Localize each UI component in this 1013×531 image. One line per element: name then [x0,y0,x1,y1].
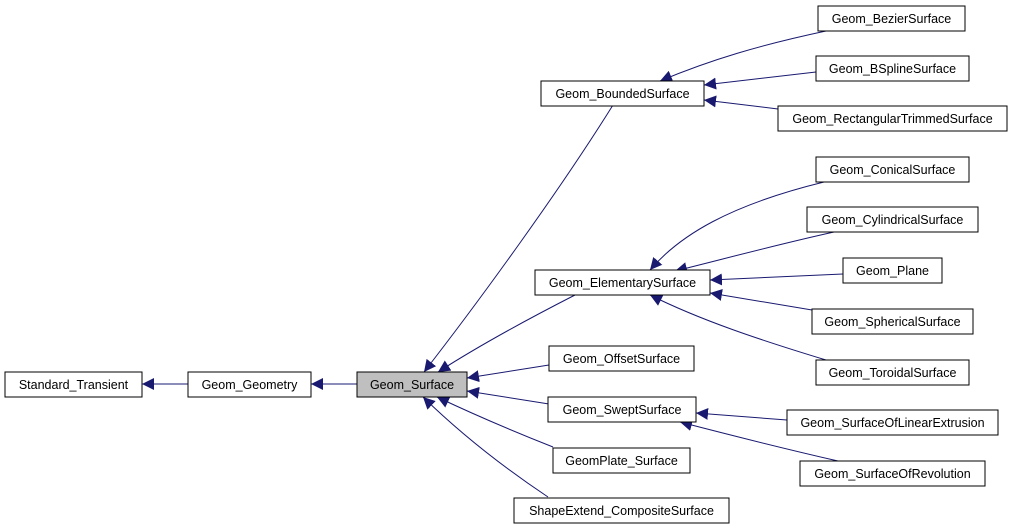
node-standard-transient[interactable]: Standard_Transient [4,371,143,398]
node-label: Geom_Plane [856,264,929,278]
edge-linear-extrusion-to-swept [695,407,788,421]
nodes: Standard_Transient Geom_Geometry Geom_Su… [4,5,1008,524]
node-label: Geom_CylindricalSurface [822,213,964,227]
node-geom-sweptsurface[interactable]: Geom_SweptSurface [547,396,697,423]
node-label: Geom_RectangularTrimmedSurface [792,112,992,126]
edge-cylindrical-to-elementary [674,231,835,274]
node-geom-elementarysurface[interactable]: Geom_ElementarySurface [534,269,711,296]
node-label: Geom_Surface [370,378,454,392]
node-geomplate-surface[interactable]: GeomPlate_Surface [552,447,691,474]
edge-swept-to-surface [466,386,550,405]
node-geom-bsplinesurface[interactable]: Geom_BSplineSurface [815,55,970,82]
node-geom-offsetsurface[interactable]: Geom_OffsetSurface [548,345,695,372]
node-label: Geom_OffsetSurface [563,352,680,366]
edge-offset-to-surface [466,364,550,383]
node-geom-rectangulartrimmedsurface[interactable]: Geom_RectangularTrimmedSurface [777,105,1008,132]
node-label: Geom_SphericalSurface [824,315,960,329]
edge-shapeextend-to-surface [422,396,549,498]
node-label: Geom_BoundedSurface [555,87,689,101]
node-geom-beziersurface[interactable]: Geom_BezierSurface [817,5,966,32]
edge-conical-to-elementary [649,181,825,271]
node-geom-cylindricalsurface[interactable]: Geom_CylindricalSurface [806,206,979,233]
edge-bezier-to-bounded [659,30,827,82]
edge-elementary-to-surface [437,294,576,373]
node-geom-boundedsurface[interactable]: Geom_BoundedSurface [540,80,705,107]
edge-spherical-to-elementary [709,289,813,311]
edge-toroidal-to-elementary [649,294,827,361]
node-label: Geom_BezierSurface [832,12,952,26]
edge-geomplate-to-surface [436,396,554,448]
node-label: Geom_ElementarySurface [549,276,696,290]
node-label: GeomPlate_Surface [565,454,678,468]
node-geom-surfaceofrevolution[interactable]: Geom_SurfaceOfRevolution [799,460,986,487]
node-label: Geom_SurfaceOfRevolution [814,467,970,481]
edge-rectangular-to-bounded [703,95,779,110]
node-label: Geom_Geometry [202,378,299,392]
edge-bspline-to-bounded [703,71,817,90]
node-geom-toroidalsurface[interactable]: Geom_ToroidalSurface [815,359,970,386]
edge-bounded-to-surface [423,104,614,373]
node-label: Geom_SurfaceOfLinearExtrusion [800,416,984,430]
node-label: Standard_Transient [19,378,129,392]
edges [142,30,844,498]
node-label: ShapeExtend_CompositeSurface [529,504,714,518]
node-geom-plane[interactable]: Geom_Plane [842,257,943,284]
node-geom-surfaceoflinearextrusion[interactable]: Geom_SurfaceOfLinearExtrusion [786,409,999,436]
edge-plane-to-elementary [709,273,844,286]
node-label: Geom_SweptSurface [563,403,682,417]
node-label: Geom_ToroidalSurface [829,366,957,380]
node-geom-geometry[interactable]: Geom_Geometry [187,371,312,398]
node-geom-sphericalsurface[interactable]: Geom_SphericalSurface [811,308,974,335]
node-geom-surface[interactable]: Geom_Surface [356,371,468,398]
node-shapeextend-compositesurface[interactable]: ShapeExtend_CompositeSurface [513,497,730,524]
node-label: Geom_BSplineSurface [829,62,956,76]
node-label: Geom_ConicalSurface [830,163,956,177]
edge-revolution-to-swept [679,419,839,462]
node-geom-conicalsurface[interactable]: Geom_ConicalSurface [815,156,970,183]
